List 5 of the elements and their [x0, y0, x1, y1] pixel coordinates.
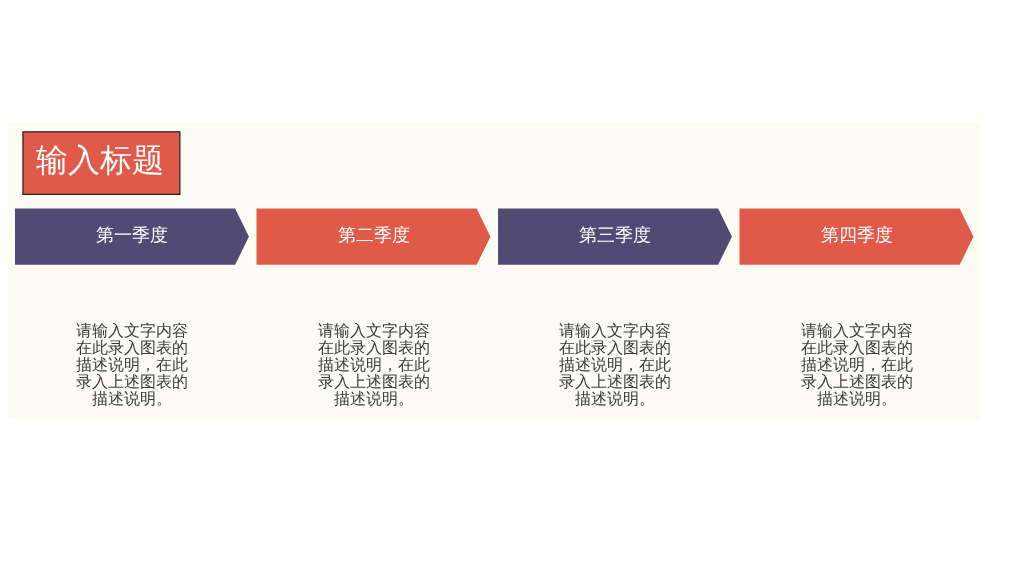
node-label: 请输入文字内容在此录入图表的描述说明，在此录入上述图表的描述说明。: [800, 321, 913, 408]
node-label: 请输入文字内容在此录入图表的描述说明，在此录入上述图表的描述说明。: [317, 321, 430, 408]
node-label: 请输入文字内容在此录入图表的描述说明，在此录入上述图表的描述说明。: [76, 321, 189, 408]
diagram-title: 输入标题: [36, 141, 165, 180]
node-label: 请输入文字内容在此录入图表的描述说明，在此录入上述图表的描述说明。: [559, 321, 672, 408]
